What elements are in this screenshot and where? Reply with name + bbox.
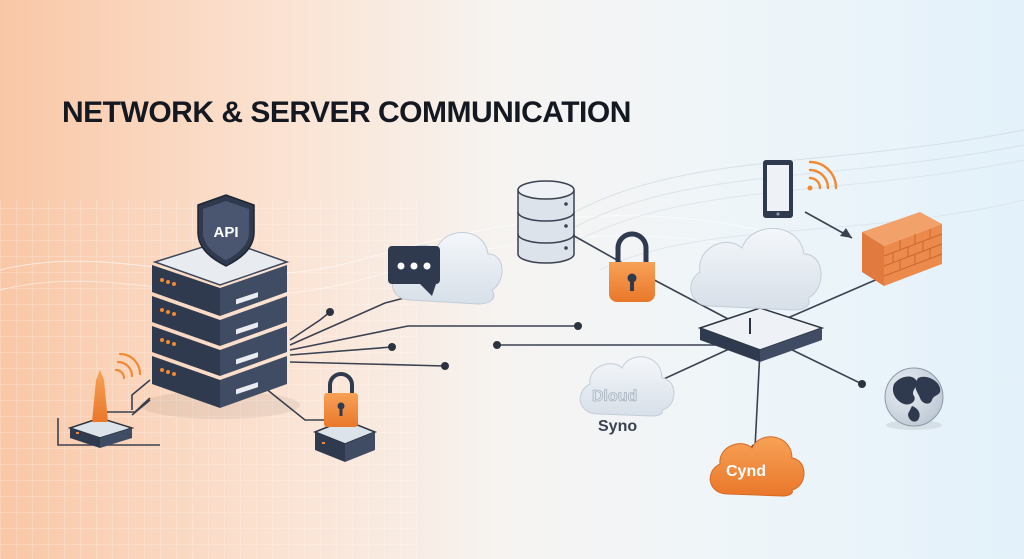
chat-bubble-icon — [388, 246, 440, 296]
cloud-label-line1: Dloud — [592, 388, 637, 405]
firewall-icon — [862, 212, 943, 286]
cloud-label: Cynd — [726, 463, 766, 480]
server-rack-icon — [140, 239, 300, 419]
wifi-icon — [114, 352, 142, 380]
database-icon — [517, 180, 575, 264]
padlock-icon — [609, 231, 655, 302]
cloud-icon — [690, 227, 822, 311]
cloud-icon — [579, 356, 675, 417]
padlock-icon — [324, 372, 358, 427]
api-shield-icon: API — [197, 194, 255, 267]
page-title: NETWORK & SERVER COMMUNICATION — [62, 96, 631, 129]
cloud-label-line2: Syno — [598, 418, 637, 435]
globe-icon — [884, 367, 944, 430]
api-shield-label: API — [213, 224, 238, 241]
arrow-heads — [840, 228, 852, 238]
cloud-icon: Cynd — [709, 436, 805, 497]
hub-switch-icon — [697, 307, 825, 362]
wifi-icon — [807, 160, 838, 191]
router-icon — [67, 370, 135, 448]
tablet-icon — [763, 160, 793, 218]
